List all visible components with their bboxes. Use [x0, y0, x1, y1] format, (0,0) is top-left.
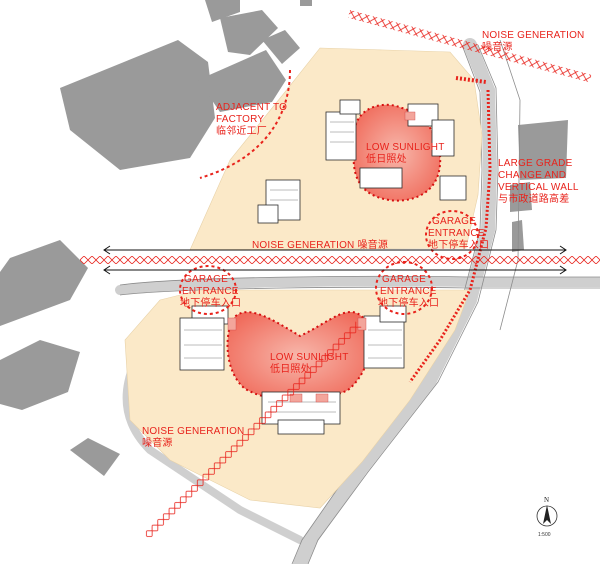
label-grade-1: LARGE GRADE: [498, 158, 573, 169]
label-garage-w-2: ENTRANCE: [182, 286, 239, 297]
label-noise-top: NOISE GENERATION: [482, 30, 584, 41]
label-garage-ne-cn: 地下停车入口: [428, 238, 489, 251]
label-noise-top-cn: 噪音源: [482, 40, 513, 53]
grade-change-wall: [408, 89, 492, 383]
noise-bands: [80, 10, 600, 540]
noise-arrows: [103, 245, 567, 275]
label-grade-2: CHANGE AND: [498, 170, 566, 181]
label-low-sun-south-cn: 低日照处: [270, 362, 311, 375]
context-buildings: [0, 0, 568, 476]
label-garage-w-cn: 地下停车入口: [180, 296, 241, 309]
label-garage-ne-2: ENTRANCE: [428, 228, 485, 239]
label-grade-cn: 与市政道路高差: [498, 192, 569, 205]
label-garage-w-1: GARAGE: [184, 274, 228, 285]
label-low-sun-south: LOW SUNLIGHT: [270, 352, 349, 363]
label-noise-sw: NOISE GENERATION: [142, 426, 244, 437]
garage-entrance-e-circle: [375, 261, 433, 315]
label-garage-e-2: ENTRANCE: [380, 286, 437, 297]
label-garage-ne-1: GARAGE: [432, 216, 476, 227]
north-label: N: [544, 496, 549, 504]
label-low-sun-north: LOW SUNLIGHT: [366, 142, 445, 153]
garage-entrance-ne-circle: [425, 210, 479, 260]
garage-entrance-w-circle: [179, 265, 237, 315]
label-low-sun-north-cn: 低日照处: [366, 152, 407, 165]
project-buildings: [179, 99, 467, 435]
label-noise-mid: NOISE GENERATION 噪音源: [252, 238, 388, 251]
scale-label: 1:500: [538, 532, 551, 538]
annotation-labels: NOISE GENERATION 噪音源 ADJACENT TO FACTORY…: [142, 30, 584, 449]
north-arrow: N 1:500: [536, 496, 558, 538]
label-factory-cn: 临邻近工厂: [216, 124, 267, 137]
label-factory-2: FACTORY: [216, 114, 264, 125]
label-garage-e-1: GARAGE: [382, 274, 426, 285]
grade-wall-top-segment: [455, 76, 487, 84]
label-factory-1: ADJACENT TO: [216, 102, 287, 113]
label-garage-e-cn: 地下停车入口: [378, 296, 439, 309]
label-noise-sw-cn: 噪音源: [142, 436, 173, 449]
label-grade-3: VERTICAL WALL: [498, 182, 579, 193]
